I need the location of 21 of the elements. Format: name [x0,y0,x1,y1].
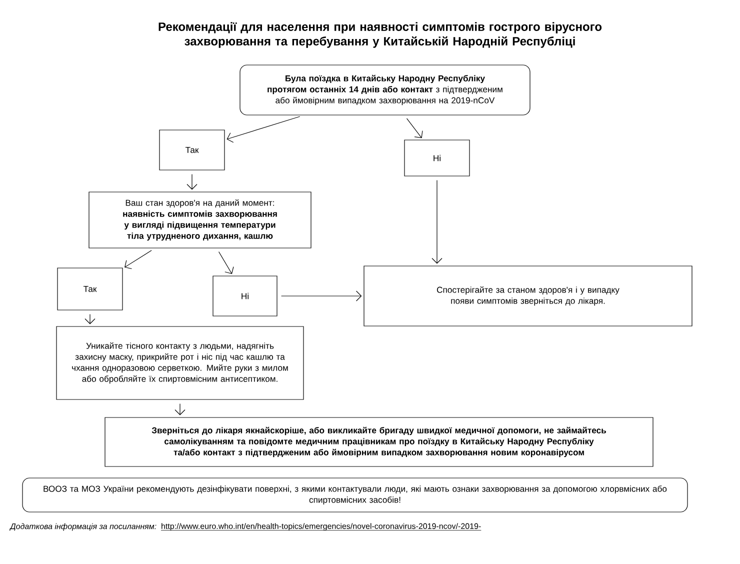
answer-box: Ні [404,140,470,176]
link: http://www.euro.who.int/en/health-topics/emergencies/novel-coronavirus-2019-ncov/-2019- [160,523,482,531]
arrow [218,251,234,274]
arrow [186,174,198,190]
question-box: Була поїздка в Китайську Народну Республіку протягом останніх 14 днів або контакт з підтвердженим або ймовірним випадком захворювання на 2019-nCoV [240,64,530,116]
answer-box: Так [57,268,123,310]
footnote: Додаткова інформація за посиланням: [9,523,156,531]
arrow [174,404,186,416]
arrow [281,290,362,302]
arrow [124,250,152,270]
title: Рекомендації для населення при наявності симптомів гострого вірусного захворювання та перебування у Китайській Народній Республіці [158,22,602,48]
arrow [406,118,423,138]
question-box: Ваш стан здоров'я на даний момент: наявність симптомів захворювання у вигляді підвищення температури тіла утрудненого дихання, кашлю [88,192,312,248]
process-box: Уникайте тісного контакту з людьми, надягніть захисну маску, прикрийте рот і ніс під час кашлю та чхання одноразовою серветкою. Мийте руки з милом або обробляйте їх спиртовмісним антисептиком. [56,326,304,400]
answer-box: Так [159,130,225,170]
answer-box: Ні [212,276,278,316]
arrow [226,116,300,143]
process-box: Зверніться до лікаря якнайскоріше, або викликайте бригаду швидкої медичної допомоги, не займайтесь самолікуванням та повідомте медичним працівникам про поїздку в Китайську Народну Республіку та/або контакт з підтвердженим або ймовірним випадком захворювання новим коронавірусом [104,417,654,467]
arrow [432,180,442,264]
process-box: Спостерігайте за станом здоров'я і у випадку появи симптомів зверніться до лікаря. [364,266,692,326]
note-box: ВООЗ та МОЗ України рекомендують дезінфікувати поверхні, з якими контактували люди, які мають ознаки захворювання за допомогою хлорвмісних або спиртовмісних засобів! [22,478,688,512]
